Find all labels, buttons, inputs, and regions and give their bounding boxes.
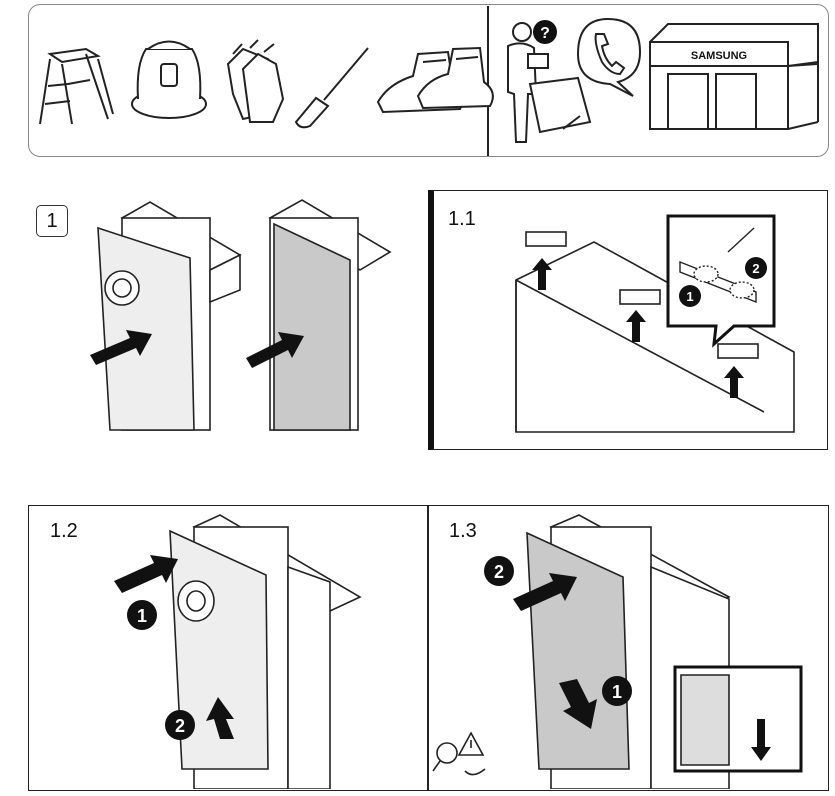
badge-1-text: 1 (686, 289, 693, 304)
badge-1-icon: 1 (679, 285, 701, 307)
pull-arrow-icon-1-2 (114, 555, 178, 593)
badge-1-3-1-icon: 1 (602, 676, 632, 706)
step1-illustration (90, 199, 392, 431)
step-1-1-box (428, 190, 828, 450)
down-arrow-icon-1-3 (559, 679, 597, 729)
person-reading-manual-icon (507, 22, 592, 143)
step-1-2-label: 1.2 (50, 520, 78, 542)
tools-illustrations: ? SAMSUNG (39, 17, 819, 143)
steps-1-2-1-3-box (28, 505, 829, 791)
push-arrow-icon (246, 332, 304, 368)
screwdriver-icon (294, 47, 369, 129)
step1-3-illustration: 2 1 (432, 514, 803, 789)
detail-down-arrow-icon (751, 719, 771, 761)
warning-magnify-icon (432, 731, 486, 776)
step-1-1-label: 1.1 (448, 208, 476, 230)
pull-arrow-icon (90, 330, 152, 365)
store-sign-text: SAMSUNG (691, 50, 747, 62)
suction-cup-icon (131, 40, 207, 119)
step-number-1: 1 (36, 205, 68, 237)
gloves-icon (226, 39, 285, 123)
up-arrow-3-icon (724, 366, 744, 398)
up-arrow-1-icon (532, 258, 552, 290)
tools-divider (487, 6, 489, 156)
step1-1-badges: 1 2 (679, 257, 767, 307)
tools-panel (28, 4, 829, 157)
up-arrow-2-icon (626, 310, 646, 342)
lift-arrow-icon-1-2 (206, 697, 234, 739)
badge-1-3-2-icon: 2 (484, 556, 514, 586)
badge-2-text: 2 (752, 261, 759, 276)
phone-call-icon (576, 17, 642, 97)
hinge-clip-1-icon (525, 231, 567, 247)
step-1-3-label: 1.3 (449, 520, 477, 542)
badge-2-icon: 2 (745, 257, 767, 279)
hinge-clip-3-icon (717, 343, 759, 359)
samsung-store-icon (649, 23, 819, 130)
help-question-icon: ? (533, 20, 557, 44)
badge-1-2-2-icon: 2 (165, 710, 195, 740)
steps-divider (427, 506, 429, 790)
badge-1-3-2-text: 2 (494, 562, 504, 582)
badge-1-2-1-icon: 1 (127, 600, 157, 630)
badge-1-2-1-text: 1 (137, 606, 147, 626)
safety-shoes-icon (376, 46, 494, 114)
badge-1-3-1-text: 1 (612, 682, 622, 702)
help-badge-text: ? (540, 25, 550, 42)
badge-1-2-2-text: 2 (175, 716, 185, 736)
hinge-clip-2-icon (619, 289, 661, 305)
step1-1-illustration (515, 214, 795, 433)
step-ladder-icon (39, 47, 114, 125)
push-arrow-icon-1-3 (513, 573, 577, 611)
step1-2-illustration: 1 2 (114, 514, 362, 789)
